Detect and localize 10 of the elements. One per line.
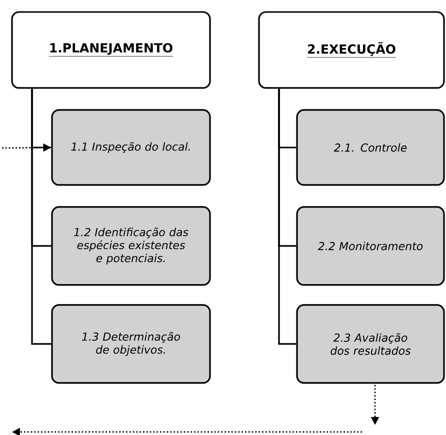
- tree-connector: [31, 88, 52, 345]
- step-box: 1.3 Determinação de objetivos.: [51, 304, 211, 384]
- step-box: 2.2 Monitoramento: [296, 206, 445, 286]
- heading-box: 1.PLANEJAMENTO: [11, 11, 211, 89]
- step-box: 1.2 Identificação das espécies existentes e potenciais.: [51, 206, 211, 286]
- heading-box: 2.EXECUÇÃO: [258, 11, 445, 89]
- step-box: 2.1. Controle: [296, 109, 445, 186]
- step-box: 2.3 Avaliação dos resultados: [296, 304, 445, 384]
- step-box: 1.1 Inspeção do local.: [51, 109, 211, 186]
- tree-connector: [278, 88, 296, 345]
